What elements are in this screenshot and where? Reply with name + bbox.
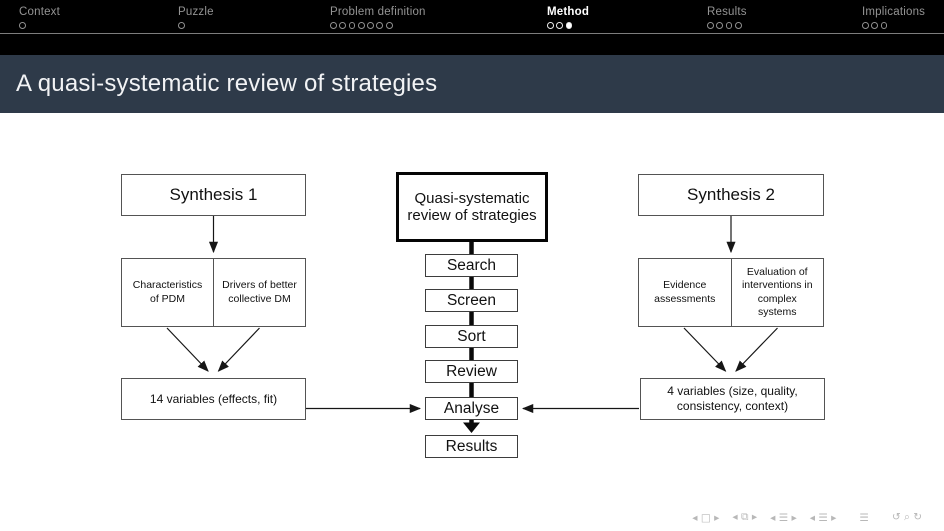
slide-dot[interactable] bbox=[725, 22, 733, 29]
slide-dots bbox=[178, 22, 214, 29]
step-review-box: Review bbox=[425, 360, 518, 383]
slide-dot[interactable] bbox=[871, 22, 879, 29]
synthesis-2-box: Synthesis 2 bbox=[638, 174, 824, 216]
slide-dots bbox=[547, 22, 589, 29]
slide-dot[interactable] bbox=[330, 22, 337, 29]
synthesis-2-cells-box: Evidence assessments Evaluation of inter… bbox=[638, 258, 824, 327]
page-title: A quasi-systematic review of strategies bbox=[16, 70, 438, 97]
synthesis-1-label: Synthesis 1 bbox=[169, 185, 258, 204]
slide-dot[interactable] bbox=[734, 22, 742, 29]
section-nav-icon[interactable]: ◂ ☰ ▸ bbox=[809, 511, 837, 524]
subsection-nav-icon[interactable]: ◂ ☰ ▸ bbox=[770, 511, 797, 524]
slide-dot[interactable] bbox=[880, 22, 888, 29]
slide-dot[interactable] bbox=[385, 22, 393, 29]
nav-section-label[interactable]: Puzzle bbox=[178, 6, 214, 18]
cell-evaluation-of-interventions: Evaluation of interventions in complex s… bbox=[730, 259, 824, 326]
slide-nav-icon[interactable]: ◂ □ ▸ bbox=[692, 511, 720, 524]
title-bar: A quasi-systematic review of strategies bbox=[0, 55, 944, 113]
step-screen-box: Screen bbox=[425, 289, 518, 312]
nav-section-results[interactable]: Results bbox=[707, 6, 747, 29]
step-analyse-box: Analyse bbox=[425, 397, 518, 420]
slide-dot[interactable] bbox=[707, 22, 714, 29]
nav-section-label[interactable]: Implications bbox=[862, 6, 926, 18]
slide-dot[interactable] bbox=[339, 22, 347, 29]
step-sort-box: Sort bbox=[425, 325, 518, 348]
slide-dots bbox=[862, 22, 925, 29]
nav-section-problem-definition[interactable]: Problem definition bbox=[330, 6, 426, 29]
cell-evidence-assessments: Evidence assessments bbox=[654, 279, 716, 305]
slide-dot[interactable] bbox=[376, 22, 384, 29]
cell-drivers-of-better-collective-dm: Drivers of better collective DM bbox=[213, 259, 305, 326]
slide-dot[interactable] bbox=[357, 22, 365, 29]
nav-section-implications[interactable]: Implications bbox=[862, 6, 925, 29]
step-results-box: Results bbox=[425, 435, 518, 458]
slide-dot[interactable] bbox=[862, 22, 869, 29]
synthesis-1-cells-box: Characteristics of PDM Drivers of better… bbox=[121, 258, 306, 327]
appendix-nav-icon[interactable]: ☰ bbox=[859, 511, 869, 524]
header-divider-line bbox=[0, 33, 944, 34]
slide-dot[interactable] bbox=[178, 22, 185, 29]
slide-dots bbox=[330, 22, 426, 29]
slide-dot[interactable] bbox=[556, 22, 564, 29]
cell-characteristics-of-pdm: Characteristics of PDM bbox=[132, 279, 203, 305]
slide-dots bbox=[707, 22, 747, 29]
variables-14-box: 14 variables (effects, fit) bbox=[121, 378, 306, 420]
nav-section-label[interactable]: Results bbox=[707, 6, 747, 18]
nav-section-label[interactable]: Method bbox=[547, 6, 590, 18]
slide-dot[interactable] bbox=[716, 22, 724, 29]
slide-dot[interactable] bbox=[547, 22, 554, 29]
nav-section-label[interactable]: Problem definition bbox=[330, 6, 426, 18]
synthesis-1-box: Synthesis 1 bbox=[121, 174, 306, 216]
slide-dot[interactable] bbox=[19, 22, 26, 29]
step-search-box: Search bbox=[425, 254, 518, 277]
nav-section-context[interactable]: Context bbox=[19, 6, 60, 29]
back-search-forward-icons[interactable]: ↺ ⌕ ↻ bbox=[891, 511, 922, 523]
section-navigation-bar: Context Puzzle Problem definition Method… bbox=[0, 0, 944, 55]
central-review-label: Quasi-systematic review of strategies bbox=[407, 189, 537, 225]
variables-4-box: 4 variables (size, quality, consistency,… bbox=[640, 378, 825, 420]
central-review-box: Quasi-systematic review of strategies bbox=[396, 172, 548, 242]
slide-dots bbox=[19, 22, 60, 29]
frame-nav-icon[interactable]: ◂ ⧉ ▸ bbox=[732, 511, 758, 523]
slide-dot[interactable] bbox=[367, 22, 374, 29]
slide-dot-current[interactable] bbox=[565, 22, 573, 29]
synthesis-2-label: Synthesis 2 bbox=[687, 185, 775, 204]
slide-dot[interactable] bbox=[348, 22, 356, 29]
beamer-navigation-symbols: ◂ □ ▸ ◂ ⧉ ▸ ◂ ☰ ▸ ◂ ☰ ▸ ☰ ↺ ⌕ ↻ bbox=[692, 511, 922, 524]
nav-section-puzzle[interactable]: Puzzle bbox=[178, 6, 214, 29]
nav-section-label[interactable]: Context bbox=[19, 6, 61, 18]
nav-section-method[interactable]: Method bbox=[547, 6, 589, 29]
